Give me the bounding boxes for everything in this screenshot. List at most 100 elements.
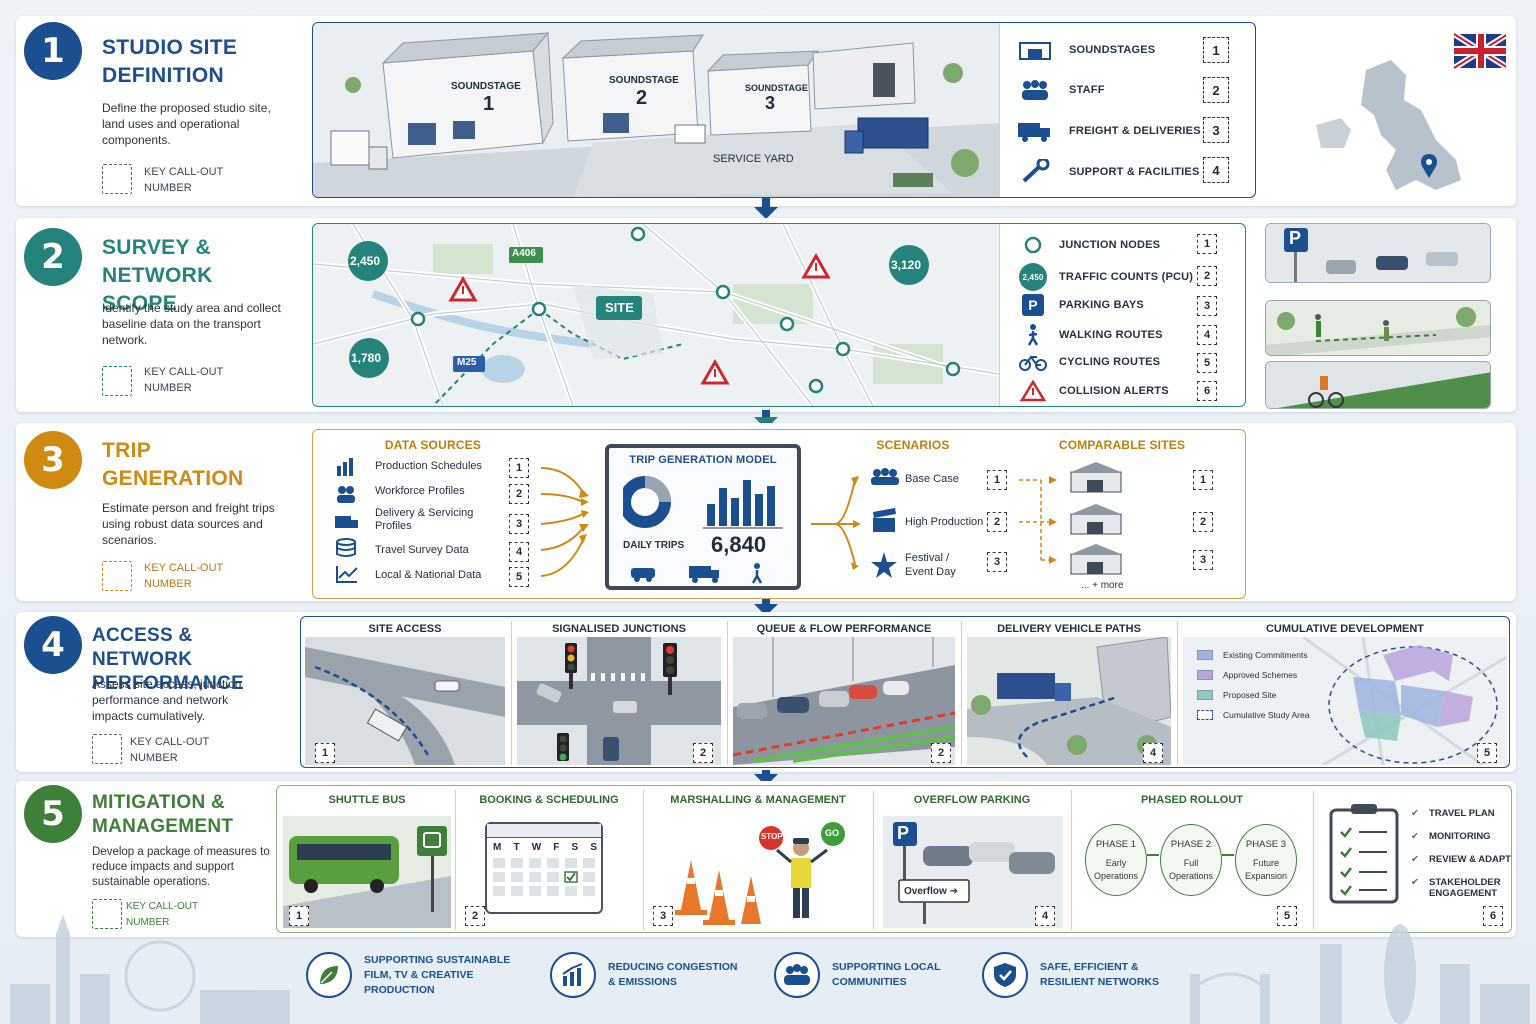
star-icon xyxy=(871,552,897,578)
studio-building-icon-2 xyxy=(1070,504,1122,535)
step-5-title: MITIGATION & MANAGEMENT xyxy=(92,791,282,839)
legend-parking-label: PARKING BAYS xyxy=(1059,299,1144,311)
walking-photo xyxy=(1265,300,1491,356)
step-3-title: TRIP GENERATION xyxy=(102,437,292,493)
road-label-m25: M25 xyxy=(457,357,477,368)
location-pin-icon xyxy=(1421,154,1437,178)
key-callout-box xyxy=(102,164,132,194)
group-icon xyxy=(871,468,899,485)
key-callout-text: KEY CALL-OUT NUMBER xyxy=(144,364,254,396)
legend-soundstages-number: 1 xyxy=(1203,37,1229,63)
legend-swatch xyxy=(1197,690,1213,700)
model-charts xyxy=(623,476,783,529)
checklist-line1: MONITORING xyxy=(1429,831,1491,842)
cumulative-development-map xyxy=(1183,637,1507,765)
site-access-illustration xyxy=(305,637,505,765)
data-source-3-number: 3 xyxy=(509,514,529,534)
step-4-title-line2: PERFORMANCE xyxy=(92,673,245,694)
soundstage-1-word: SOUNDSTAGE xyxy=(451,81,521,92)
data-source-2: Workforce Profiles xyxy=(375,485,465,497)
mode-icons xyxy=(631,563,763,584)
scenario-3: Festival / xyxy=(905,552,950,564)
parking-icon: P xyxy=(1013,294,1053,316)
step-5-title-line2: MANAGEMENT xyxy=(92,816,234,837)
tile-junctions-number: 2 xyxy=(693,743,713,763)
access-panel: SITE ACCESS 1 SIGNALISED JUNCTIONS 2 xyxy=(300,616,1510,768)
check-icon: ✔ xyxy=(1411,854,1419,865)
legend-walking-number: 4 xyxy=(1197,325,1217,345)
step-3-row: 3 TRIP GENERATION Estimate person and fr… xyxy=(16,423,1516,601)
footer-networks-line2: RESILIENT NETWORKS xyxy=(1040,976,1160,988)
cumulative-legend-item: Proposed Site xyxy=(1197,685,1337,705)
phase-text: Full xyxy=(1183,857,1199,868)
legend-swatch xyxy=(1197,670,1213,680)
parking-badge: P xyxy=(1022,294,1044,316)
legend-label: Approved Schemes xyxy=(1223,670,1298,680)
go-sign-text: GO xyxy=(825,828,840,838)
key-callout-label: KEY CALL-OUT xyxy=(144,166,224,178)
footer-congestion-line1: REDUCING CONGESTION xyxy=(608,961,738,973)
key-callout-label: KEY CALL-OUT xyxy=(144,366,224,378)
database-icon xyxy=(336,538,356,557)
footer-networks-text: SAFE, EFFICIENT &RESILIENT NETWORKS xyxy=(1040,960,1210,990)
key-callout-text: KEY CALL-OUT NUMBER xyxy=(144,164,254,196)
queue-flow-illustration xyxy=(733,637,955,765)
tile-queue-number: 2 xyxy=(931,743,951,763)
calendar-day: S xyxy=(571,842,579,853)
tile-booking-label: BOOKING & SCHEDULING xyxy=(479,794,619,806)
traffic-count-2: 3,120 xyxy=(891,258,922,272)
legend-swatch xyxy=(1197,710,1213,720)
calendar-day: T xyxy=(513,842,520,853)
data-flow-arrows xyxy=(540,467,589,577)
step-4-row: 4 ACCESS & NETWORK PERFORMANCE Assess si… xyxy=(16,612,1516,772)
phase-arrow-icon xyxy=(1147,854,1159,856)
data-source-5: Local & National Data xyxy=(375,569,482,581)
legend-swatch xyxy=(1197,650,1213,660)
legend-walking-routes: WALKING ROUTES xyxy=(1013,323,1163,347)
key-callout-box xyxy=(102,366,132,396)
marshalling-illustration xyxy=(675,822,845,925)
footer-communities-line2: COMMUNITIES xyxy=(832,976,907,988)
legend-collision-alerts: COLLISION ALERTS xyxy=(1013,380,1169,402)
check-icon: ✔ xyxy=(1411,877,1419,888)
comparable-site-2-number: 2 xyxy=(1193,512,1213,532)
flow-arrow-4-stem xyxy=(762,770,770,775)
data-source-4-number: 4 xyxy=(509,542,529,562)
junction-node-icon xyxy=(1013,234,1053,256)
key-callout-box xyxy=(92,734,122,764)
legend-soundstages: SOUNDSTAGES xyxy=(1015,39,1155,61)
soundstage-3-number: 3 xyxy=(765,93,776,113)
checklist-line1: REVIEW & ADAPT xyxy=(1429,854,1511,865)
check-icon: ✔ xyxy=(1411,831,1419,842)
traffic-light-icon-2 xyxy=(663,643,677,695)
key-number-label: NUMBER xyxy=(130,752,178,764)
checklist-line1: TRAVEL PLAN xyxy=(1429,808,1495,819)
cumulative-legend-item: Approved Schemes xyxy=(1197,665,1337,685)
site-illustration xyxy=(313,23,999,197)
shuttle-bus-illustration xyxy=(283,816,451,928)
phase-text: PHASE 1 xyxy=(1095,838,1137,850)
warehouse-icon xyxy=(1015,39,1055,61)
cycling-photo xyxy=(1265,361,1491,409)
comparable-site-1-number: 1 xyxy=(1193,470,1213,490)
scenario-2-number: 2 xyxy=(987,512,1007,532)
bicycle-icon xyxy=(1013,352,1053,372)
legend-support-number: 4 xyxy=(1203,157,1229,183)
overflow-sign-text: Overflow ➔ xyxy=(904,886,958,897)
soundstage-3-word: SOUNDSTAGE xyxy=(745,83,808,93)
key-number-label: NUMBER xyxy=(126,917,170,928)
legend-parking-number: 3 xyxy=(1197,296,1217,316)
step-2-title-line1: SURVEY & xyxy=(102,236,211,259)
step-2-number: 2 xyxy=(24,228,82,286)
step-5-description: Develop a package of measures to reduce … xyxy=(92,846,270,888)
key-callout-label: KEY CALL-OUT xyxy=(130,736,210,748)
data-source-1-number: 1 xyxy=(509,458,529,478)
scenario-flow-arrows xyxy=(811,476,861,570)
tile-delivery-label: DELIVERY VEHICLE PATHS xyxy=(997,623,1141,635)
legend-cycling-routes: CYCLING ROUTES xyxy=(1013,352,1160,372)
trip-panel: DATA SOURCES Production Schedules Workfo… xyxy=(312,429,1246,599)
